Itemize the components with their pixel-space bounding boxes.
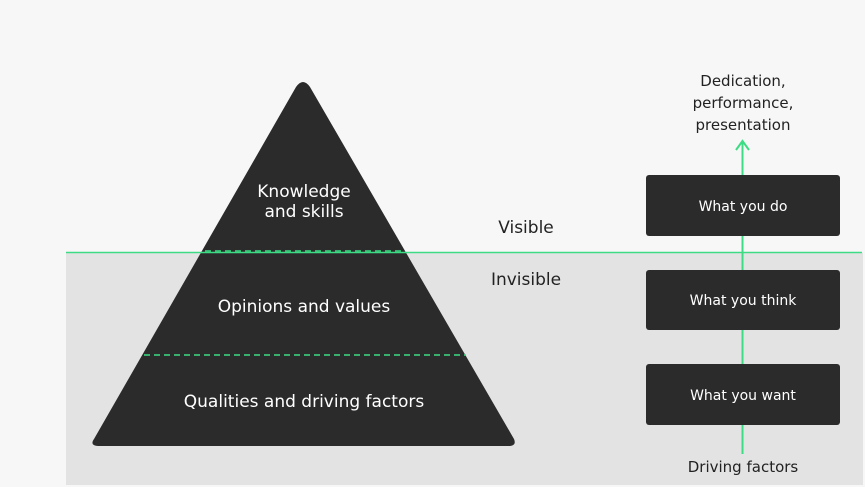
box-what-you-think	[646, 270, 840, 330]
box-what-you-think-label: What you think	[690, 293, 798, 309]
box-what-you-want	[646, 364, 840, 425]
box-what-you-want-label: What you want	[690, 388, 796, 404]
progression-arrow-head	[735, 139, 750, 151]
box-what-you-do-label: What you do	[699, 199, 788, 215]
top-caption-line3: presentation	[696, 116, 791, 134]
top-caption-line1: Dedication,	[700, 72, 785, 90]
pyramid-top-label-line2: and skills	[264, 202, 343, 222]
pyramid-bottom-label: Qualities and driving factors	[184, 392, 425, 412]
invisible-label: Invisible	[491, 270, 561, 290]
bottom-caption: Driving factors	[688, 458, 799, 476]
visible-label: Visible	[498, 218, 554, 238]
pyramid-top-label-line1: Knowledge	[257, 182, 350, 202]
top-caption-line2: performance,	[693, 94, 794, 112]
pyramid-middle-label: Opinions and values	[218, 297, 391, 317]
box-what-you-do	[646, 175, 840, 236]
